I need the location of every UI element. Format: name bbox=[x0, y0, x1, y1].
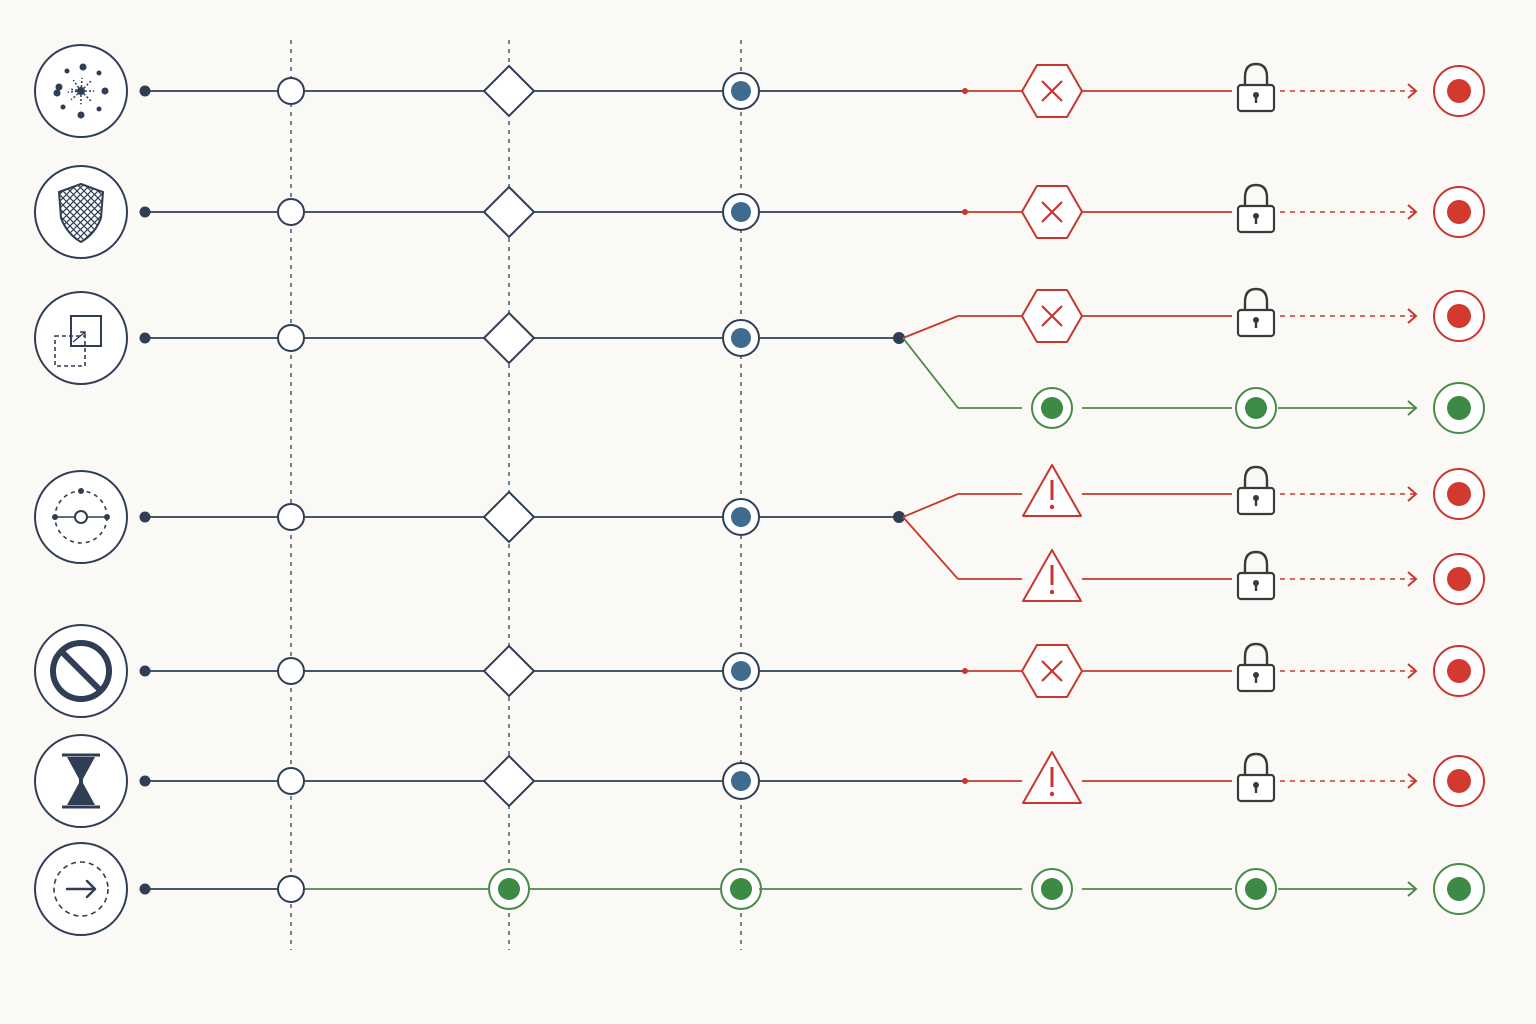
stage-2-diamond bbox=[482, 490, 536, 544]
split-dot bbox=[893, 511, 905, 523]
start-dot bbox=[139, 511, 151, 523]
stage-2-diamond bbox=[482, 185, 536, 239]
stage-2-node bbox=[488, 868, 530, 910]
stage-1-node bbox=[277, 875, 305, 903]
copy-squares-icon[interactable] bbox=[34, 291, 128, 385]
stage-2-diamond bbox=[482, 754, 536, 808]
stage-3-node bbox=[722, 193, 760, 231]
arrowhead-icon bbox=[1407, 204, 1418, 220]
red-end-icon bbox=[1433, 468, 1485, 520]
green-node-icon bbox=[1031, 868, 1073, 910]
row-4 bbox=[34, 464, 1485, 605]
split-dot bbox=[893, 332, 905, 344]
branch-blocked bbox=[958, 549, 1485, 605]
network-nodes-icon[interactable] bbox=[34, 44, 128, 138]
hourglass-icon[interactable] bbox=[34, 734, 128, 828]
stage-3-node bbox=[722, 72, 760, 110]
green-node-icon bbox=[1235, 387, 1277, 429]
stage-3-node bbox=[722, 762, 760, 800]
stage-1-node bbox=[277, 324, 305, 352]
hexagon-x-icon bbox=[1020, 644, 1084, 698]
row-5 bbox=[34, 624, 1485, 718]
branch-passed bbox=[759, 863, 1485, 915]
row-3 bbox=[34, 287, 1485, 434]
red-end-icon bbox=[1433, 645, 1485, 697]
arrowhead-icon bbox=[1407, 308, 1418, 324]
branch-blocked bbox=[965, 183, 1485, 239]
start-dot bbox=[139, 206, 151, 218]
row-1 bbox=[34, 44, 1485, 138]
lock-icon[interactable] bbox=[1236, 62, 1276, 113]
lock-icon[interactable] bbox=[1236, 752, 1276, 803]
red-end-icon bbox=[1433, 755, 1485, 807]
arrowhead-icon bbox=[1407, 663, 1418, 679]
row-2 bbox=[0, 165, 1485, 259]
stage-2-diamond bbox=[482, 644, 536, 698]
green-node-icon bbox=[1031, 387, 1073, 429]
lock-icon[interactable] bbox=[1236, 465, 1276, 516]
lock-icon[interactable] bbox=[1236, 642, 1276, 693]
stage-2-diamond bbox=[482, 64, 536, 118]
arrowhead-icon bbox=[1407, 773, 1418, 789]
branch-passed bbox=[958, 382, 1485, 434]
warning-triangle-icon bbox=[1022, 549, 1082, 602]
lock-icon[interactable] bbox=[1236, 183, 1276, 234]
prohibited-icon[interactable] bbox=[34, 624, 128, 718]
branch-blocked bbox=[958, 287, 1485, 343]
stage-3-node bbox=[722, 498, 760, 536]
arrowhead-icon bbox=[1407, 83, 1418, 99]
red-end-icon bbox=[1433, 290, 1485, 342]
branch-blocked bbox=[965, 642, 1485, 698]
hexagon-x-icon bbox=[1020, 185, 1084, 239]
arrowhead-icon bbox=[1407, 400, 1418, 416]
branch-blocked bbox=[965, 751, 1485, 807]
branch-blocked bbox=[965, 62, 1485, 118]
stage-3-node bbox=[722, 319, 760, 357]
red-end-icon bbox=[1433, 186, 1485, 238]
green-end-icon bbox=[1433, 863, 1485, 915]
stage-1-node bbox=[277, 503, 305, 531]
arrowhead-icon bbox=[1407, 486, 1418, 502]
red-end-icon bbox=[1433, 65, 1485, 117]
row-7 bbox=[34, 842, 1485, 936]
stage-1-node bbox=[277, 657, 305, 685]
green-end-icon bbox=[1433, 382, 1485, 434]
stage-1-node bbox=[277, 198, 305, 226]
shield-mesh-icon[interactable] bbox=[0, 165, 170, 259]
branch-blocked bbox=[958, 464, 1485, 520]
warning-triangle-icon bbox=[1022, 464, 1082, 517]
hexagon-x-icon bbox=[1020, 289, 1084, 343]
row-6 bbox=[34, 734, 1485, 828]
arrowhead-icon bbox=[1407, 571, 1418, 587]
hexagon-x-icon bbox=[1020, 64, 1084, 118]
start-dot bbox=[139, 85, 151, 97]
stage-2-diamond bbox=[482, 311, 536, 365]
stage-3-node bbox=[720, 868, 762, 910]
red-end-icon bbox=[1433, 553, 1485, 605]
arrow-circle-icon[interactable] bbox=[34, 842, 128, 936]
start-dot bbox=[139, 883, 151, 895]
start-dot bbox=[139, 775, 151, 787]
start-dot bbox=[139, 665, 151, 677]
stage-1-node bbox=[277, 767, 305, 795]
start-dot bbox=[139, 332, 151, 344]
stage-3-node bbox=[722, 652, 760, 690]
green-node-icon bbox=[1235, 868, 1277, 910]
warning-triangle-icon bbox=[1022, 751, 1082, 804]
arrowhead-icon bbox=[1407, 881, 1418, 897]
stage-1-node bbox=[277, 77, 305, 105]
lock-icon[interactable] bbox=[1236, 550, 1276, 601]
target-orbit-icon[interactable] bbox=[34, 470, 128, 564]
lock-icon[interactable] bbox=[1236, 287, 1276, 338]
